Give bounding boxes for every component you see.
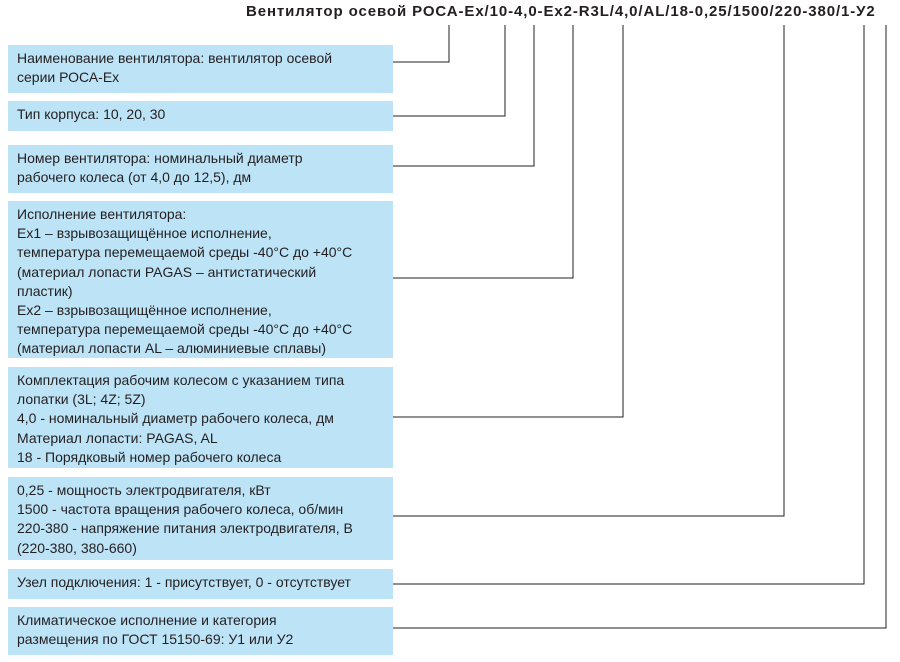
connector-housing-type	[393, 25, 506, 117]
box-line: (материал лопасти PAGAS – антистатически…	[17, 263, 317, 280]
box-line: 18 - Порядковый номер рабочего колеса	[17, 448, 282, 465]
box-line: 220-380 - напряжение питания электродвиг…	[17, 520, 353, 537]
box-terminal-unit: Узел подключения: 1 - присутствует, 0 - …	[8, 569, 393, 599]
box-fan-execution: Исполнение вентилятора: Ex1 – взрывозащи…	[8, 201, 393, 358]
box-climate: Климатическое исполнение и категория раз…	[8, 607, 393, 655]
connector-series	[393, 25, 450, 63]
connector-impeller	[393, 25, 624, 418]
box-line: температура перемещаемой среды -40°С до …	[17, 321, 353, 338]
box-line: Наименование вентилятора: вентилятор осе…	[17, 50, 333, 66]
box-line: температура перемещаемой среды -40°С до …	[17, 244, 353, 261]
box-line: Номер вентилятора: номинальный диаметр	[17, 150, 303, 166]
box-line: Комплектация рабочим колесом с указанием…	[17, 372, 345, 388]
model-code-title: Вентилятор осевой РОСА-Ex/10-4,0-Ex2-R3L…	[246, 3, 876, 20]
box-housing-type: Тип корпуса: 10, 20, 30	[8, 101, 393, 131]
box-line: пластик)	[17, 282, 73, 299]
connector-motor	[393, 25, 785, 517]
box-line: серии РОСА-Ex	[17, 69, 120, 86]
box-line: (материал лопасти AL – алюминиевые сплав…	[17, 340, 326, 357]
box-line: Климатическое исполнение и категория	[17, 612, 277, 628]
connector-fan-number	[393, 25, 535, 167]
box-line: Тип корпуса: 10, 20, 30	[17, 106, 166, 122]
box-line: (220-380, 380-660)	[17, 539, 137, 556]
box-line: рабочего колеса (от 4,0 до 12,5), дм	[17, 169, 252, 186]
box-fan-name: Наименование вентилятора: вентилятор осе…	[8, 45, 393, 93]
box-line: 0,25 - мощность электродвигателя, кВт	[17, 482, 271, 498]
box-line: лопатки (3L; 4Z; 5Z)	[17, 391, 146, 408]
box-line: 1500 - частота вращения рабочего колеса,…	[17, 501, 344, 518]
box-line: Ex1 – взрывозащищённое исполнение,	[17, 225, 272, 242]
connector-execution	[393, 25, 574, 279]
connector-terminal-unit	[393, 25, 865, 585]
box-fan-number: Номер вентилятора: номинальный диаметр р…	[8, 145, 393, 193]
box-motor: 0,25 - мощность электродвигателя, кВт 15…	[8, 477, 393, 560]
box-impeller: Комплектация рабочим колесом с указанием…	[8, 367, 393, 468]
box-line: Ex2 – взрывозащищённое исполнение,	[17, 302, 272, 319]
box-line: Материал лопасти: PAGAS, AL	[17, 429, 218, 446]
box-line: Узел подключения: 1 - присутствует, 0 - …	[17, 574, 351, 590]
box-line: размещения по ГОСТ 15150-69: У1 или У2	[17, 631, 294, 648]
connector-climate	[393, 25, 887, 629]
box-line: Исполнение вентилятора:	[17, 206, 187, 222]
box-line: 4,0 - номинальный диаметр рабочего колес…	[17, 410, 334, 427]
